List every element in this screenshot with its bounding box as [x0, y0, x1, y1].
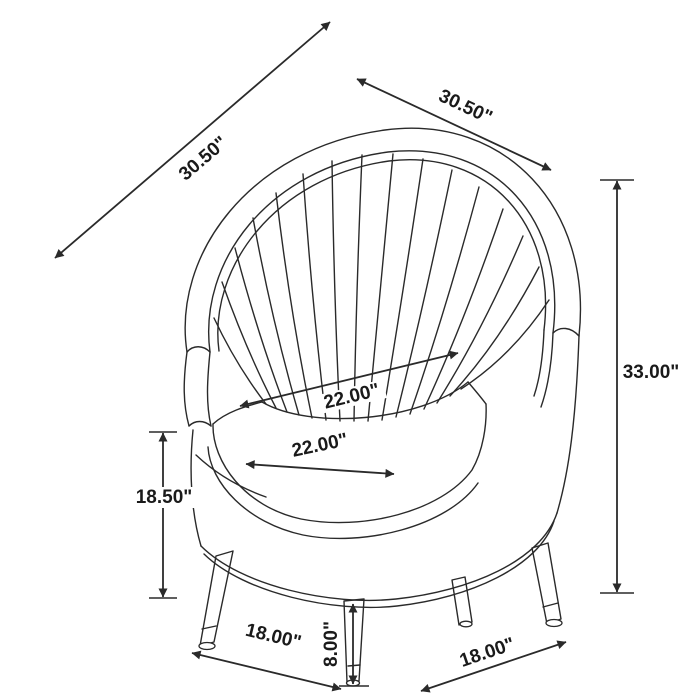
dimension-annotations: 30.50" 30.50" 33.00" 22.00" [54, 21, 680, 693]
dim-top-left-30-50: 30.50" [54, 21, 331, 259]
dim-label-bottom-center: 8.00" [321, 621, 342, 667]
dim-bottom-right-18-00: 18.00" [420, 634, 567, 693]
dim-top-right-30-50: 30.50" [356, 78, 552, 171]
chair-base [190, 429, 558, 609]
dim-label-top-left: 30.50" [175, 132, 232, 185]
leg-right-foot [545, 618, 563, 628]
dim-seat-width-22-00: 22.00" [245, 429, 395, 478]
leg-front-center [343, 598, 365, 683]
dim-label-seat-lower: 22.00" [290, 429, 350, 461]
leg-front-center-tip [347, 664, 361, 667]
dim-label-bg [284, 429, 356, 462]
leg-rear-foot [459, 620, 473, 628]
leg-front-left [199, 550, 234, 647]
dim-leg-height-8-00: 8.00" [321, 603, 369, 687]
dim-label-top-right: 30.50" [435, 86, 495, 129]
dim-right-33-00: 33.00" [600, 179, 680, 594]
leg-right-tip [542, 602, 559, 608]
dim-label-bottom-right: 18.00" [457, 634, 517, 672]
dim-left-18-50: 18.50" [132, 431, 196, 599]
leg-rear [451, 576, 473, 626]
chair-backrest [183, 127, 582, 514]
leg-right [531, 542, 562, 625]
chair-drawing [183, 127, 582, 687]
chair-legs [198, 542, 563, 687]
dim-label-bg [316, 379, 387, 414]
dim-label-bg [132, 487, 196, 508]
dim-label-right: 33.00" [623, 362, 680, 383]
leg-front-left-foot [198, 641, 216, 651]
dim-label-bottom-left: 18.00" [243, 620, 303, 654]
leg-front-left-tip [201, 625, 217, 630]
dim-label-left: 18.50" [136, 487, 193, 508]
